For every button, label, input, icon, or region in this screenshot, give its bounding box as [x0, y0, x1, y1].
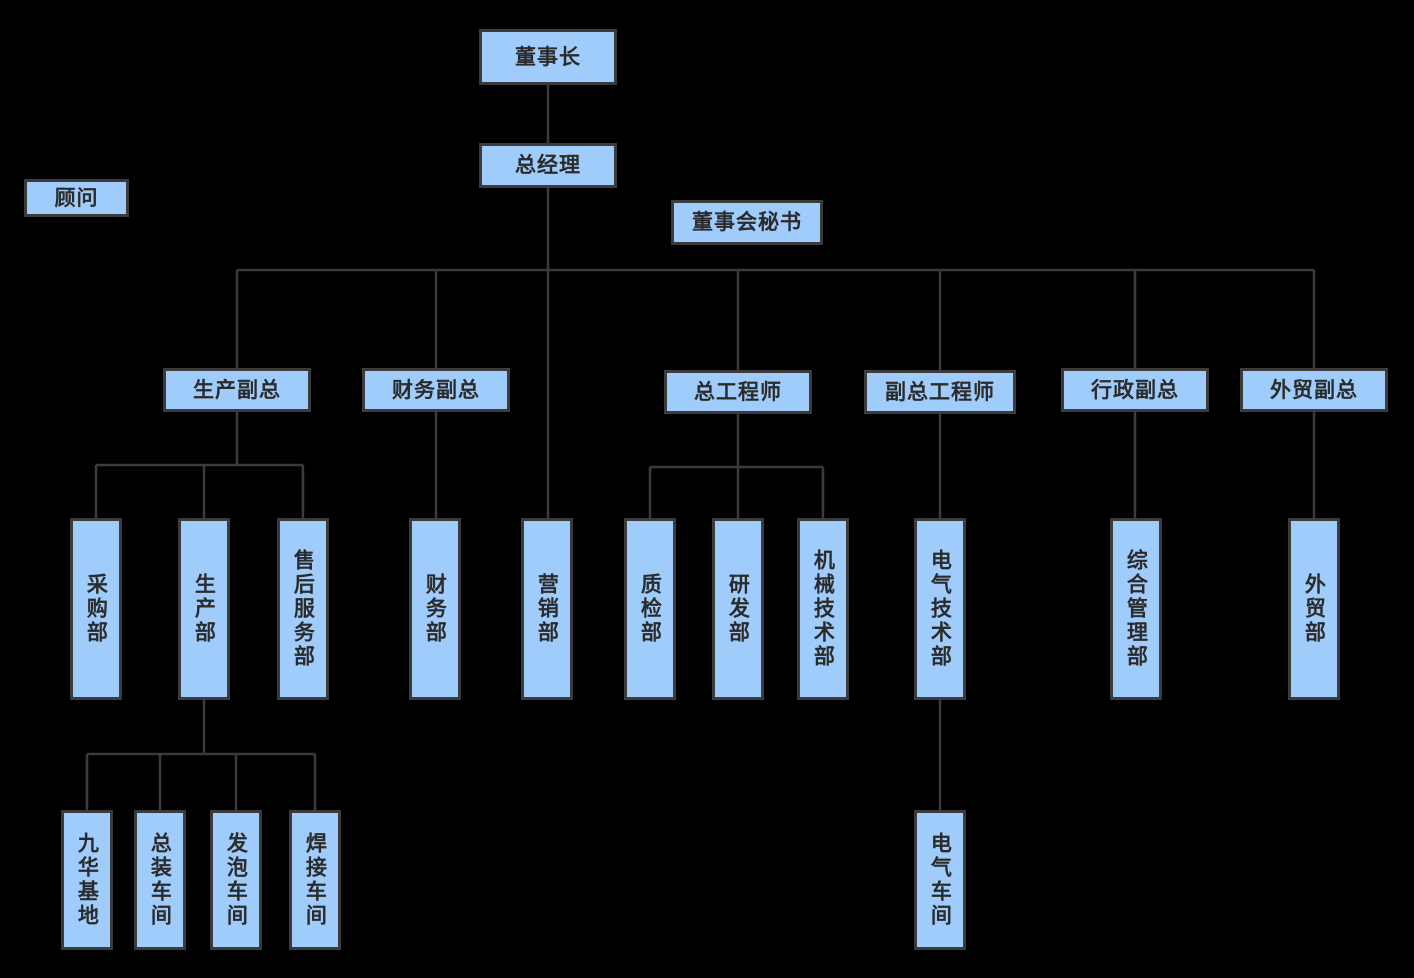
node-general-manager[interactable]: 总经理	[479, 143, 617, 188]
node-label-deputy-chief-engineer: 副总工程师	[885, 379, 995, 404]
node-label-dept-rd: 研发部	[726, 573, 751, 645]
node-workshop-welding[interactable]: 焊接车间	[289, 810, 341, 950]
node-workshop-electric[interactable]: 电气车间	[914, 810, 966, 950]
node-label-advisor: 顾问	[54, 185, 99, 210]
node-dept-after-sales[interactable]: 售后服务部	[277, 518, 329, 700]
node-label-dept-elec-tech: 电气技术部	[928, 549, 953, 669]
node-dept-purchasing[interactable]: 采购部	[70, 518, 122, 700]
node-dept-rd[interactable]: 研发部	[712, 518, 764, 700]
node-dept-elec-tech[interactable]: 电气技术部	[914, 518, 966, 700]
node-label-vp-production: 生产副总	[193, 377, 281, 402]
node-label-dept-finance: 财务部	[423, 573, 448, 645]
node-label-dept-marketing: 营销部	[535, 573, 560, 645]
node-chairman[interactable]: 董事长	[479, 29, 617, 85]
node-label-dept-mech-tech: 机械技术部	[811, 549, 836, 669]
node-label-dept-purchasing: 采购部	[84, 573, 109, 645]
node-dept-marketing[interactable]: 营销部	[521, 518, 573, 700]
node-label-dept-quality: 质检部	[638, 573, 663, 645]
node-dept-finance[interactable]: 财务部	[409, 518, 461, 700]
node-label-board-secretary: 董事会秘书	[692, 210, 802, 235]
node-vp-finance[interactable]: 财务副总	[362, 368, 510, 412]
node-vp-admin[interactable]: 行政副总	[1061, 368, 1209, 412]
node-label-chief-engineer: 总工程师	[694, 379, 782, 404]
node-dept-foreign-trade[interactable]: 外贸部	[1288, 518, 1340, 700]
node-workshop-foaming[interactable]: 发泡车间	[210, 810, 262, 950]
node-dept-quality[interactable]: 质检部	[624, 518, 676, 700]
node-label-workshop-welding: 焊接车间	[303, 832, 328, 928]
node-label-base-jiuhua: 九华基地	[75, 832, 100, 928]
node-dept-general-admin[interactable]: 综合管理部	[1110, 518, 1162, 700]
node-dept-mech-tech[interactable]: 机械技术部	[797, 518, 849, 700]
node-label-vp-admin: 行政副总	[1091, 377, 1179, 402]
node-label-chairman: 董事长	[515, 44, 581, 69]
node-workshop-assembly[interactable]: 总装车间	[134, 810, 186, 950]
node-label-dept-after-sales: 售后服务部	[291, 549, 316, 669]
node-label-vp-foreign-trade: 外贸副总	[1270, 377, 1358, 402]
node-label-workshop-assembly: 总装车间	[148, 832, 173, 928]
node-dept-production[interactable]: 生产部	[178, 518, 230, 700]
node-advisor[interactable]: 顾问	[24, 179, 129, 217]
node-label-dept-production: 生产部	[192, 573, 217, 645]
node-board-secretary[interactable]: 董事会秘书	[671, 200, 823, 245]
node-label-vp-finance: 财务副总	[392, 377, 480, 402]
node-vp-foreign-trade[interactable]: 外贸副总	[1240, 368, 1388, 412]
node-label-dept-foreign-trade: 外贸部	[1302, 573, 1327, 645]
node-label-workshop-electric: 电气车间	[928, 832, 953, 928]
node-base-jiuhua[interactable]: 九华基地	[61, 810, 113, 950]
node-chief-engineer[interactable]: 总工程师	[664, 370, 812, 414]
node-label-workshop-foaming: 发泡车间	[224, 832, 249, 928]
node-label-general-manager: 总经理	[515, 153, 581, 178]
node-deputy-chief-engineer[interactable]: 副总工程师	[864, 370, 1016, 414]
node-label-dept-general-admin: 综合管理部	[1124, 549, 1149, 669]
node-vp-production[interactable]: 生产副总	[163, 368, 311, 412]
